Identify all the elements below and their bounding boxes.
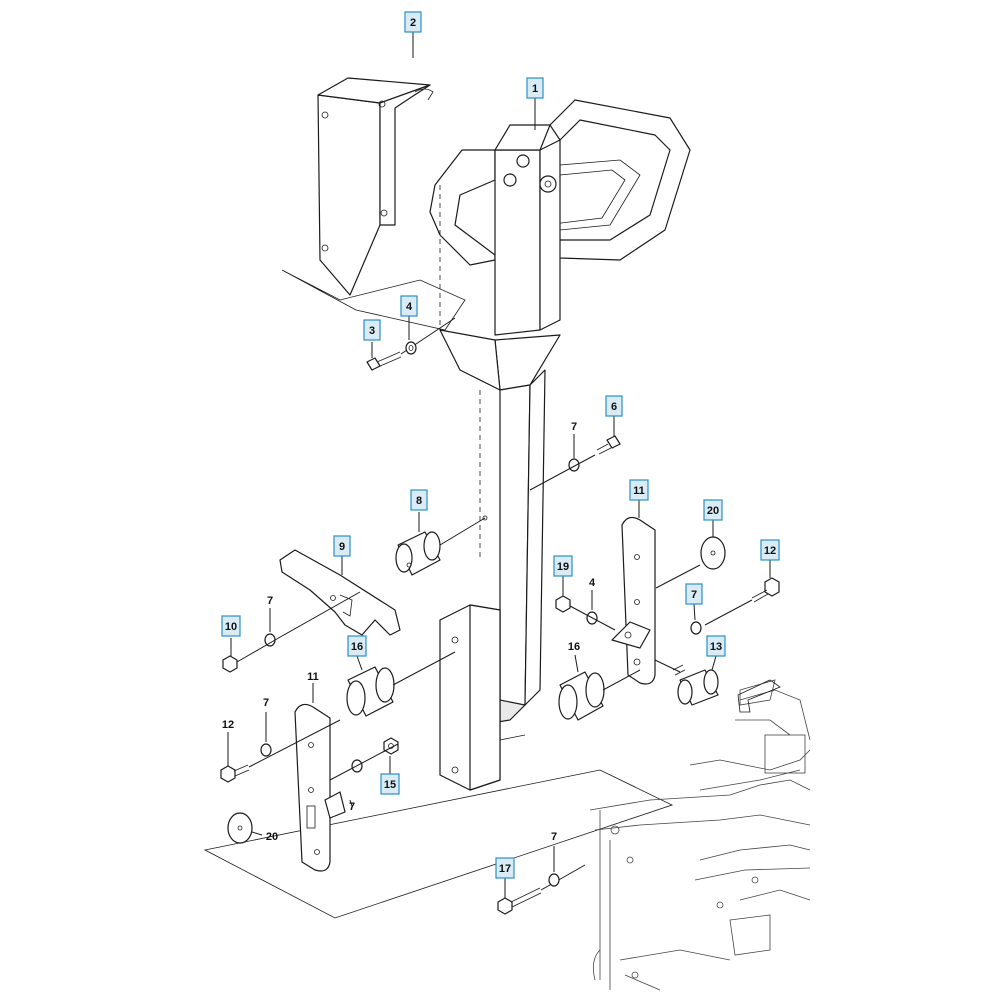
callout-16-left: 16	[347, 635, 367, 657]
label-20-left: 20	[266, 831, 278, 843]
callout-15-label: 15	[384, 779, 396, 791]
callout-6-label: 6	[611, 401, 617, 413]
callout-10: 10	[221, 615, 241, 637]
callout-12-upper-label: 12	[764, 545, 776, 557]
callout-2-label: 2	[410, 17, 416, 29]
lever-9-part	[279, 549, 401, 636]
callout-9: 9	[333, 535, 351, 557]
bumper-16-right-part	[558, 669, 641, 721]
callout-7-right: 7	[685, 583, 703, 605]
washer-4-part	[405, 341, 417, 355]
bolt-12-left-part	[220, 719, 341, 783]
washer-20-right-part	[700, 536, 726, 570]
handle-column-part	[429, 99, 691, 726]
callout-3-label: 3	[369, 325, 375, 337]
label-7-lower: 7	[349, 801, 355, 813]
callout-8: 8	[410, 489, 428, 511]
callout-4-upper-label: 4	[406, 301, 413, 313]
nut-15-part	[383, 737, 399, 755]
callout-13-label: 13	[710, 641, 722, 653]
label-11-left: 11	[307, 671, 319, 683]
callout-1-label: 1	[532, 83, 538, 95]
label-16-right: 16	[568, 641, 580, 653]
callout-6: 6	[605, 395, 623, 417]
bracket-11-left-part	[294, 683, 346, 872]
callout-1: 1	[526, 77, 544, 99]
callout-19-label: 19	[557, 561, 569, 573]
washer-7-bottom-part	[548, 873, 560, 887]
callout-11-upper-label: 11	[633, 485, 645, 497]
label-4-lower: 4	[589, 577, 596, 589]
washer-20-left-part	[227, 812, 253, 844]
callout-11-upper: 11	[629, 479, 649, 501]
label-7-bottom: 7	[551, 831, 557, 843]
callout-4-upper: 4	[400, 295, 418, 317]
washer-hole	[408, 345, 414, 351]
callout-19: 19	[553, 555, 573, 577]
bumper-13-part	[654, 659, 719, 706]
washer-20-hole	[710, 550, 716, 556]
nut-10-part	[222, 655, 238, 673]
nut-19-part	[555, 595, 571, 613]
callout-17-label: 17	[499, 863, 511, 875]
callout-20-upper: 20	[703, 499, 723, 521]
callout-20-upper-label: 20	[707, 505, 719, 517]
ground-outline	[203, 769, 674, 919]
bolt-12-right-part	[704, 577, 780, 626]
label-7-upper: 7	[571, 421, 577, 433]
mower-frame	[589, 679, 811, 991]
label-12-left: 12	[222, 719, 234, 731]
callout-17: 17	[495, 857, 515, 879]
callout-12-upper: 12	[760, 539, 780, 561]
washer-7-upper-part	[568, 458, 580, 472]
bumper-16-left-part	[346, 651, 456, 717]
label-7-bolt: 7	[263, 697, 269, 709]
callout-15: 15	[380, 773, 400, 795]
callout-13: 13	[706, 635, 726, 657]
callout-2: 2	[404, 11, 422, 33]
washer-20-left-hole	[237, 825, 243, 831]
washer-7-left-part	[264, 633, 276, 647]
bracket-part	[281, 77, 466, 331]
lower-mount-plate	[439, 604, 526, 791]
callout-16-left-label: 16	[351, 641, 363, 653]
callout-10-label: 10	[225, 621, 237, 633]
callout-8-label: 8	[416, 495, 422, 507]
mount-tab	[737, 679, 781, 713]
bumper-8-part	[395, 515, 488, 576]
bracket-11-right-part	[611, 516, 656, 685]
label-7-left: 7	[267, 595, 273, 607]
screw-6-part	[596, 435, 621, 455]
callout-3: 3	[363, 319, 381, 341]
callout-9-label: 9	[339, 541, 345, 553]
callout-7-right-label: 7	[691, 589, 697, 601]
washer-7-bolt-part	[260, 743, 272, 757]
washer-7-right-part	[690, 621, 702, 635]
